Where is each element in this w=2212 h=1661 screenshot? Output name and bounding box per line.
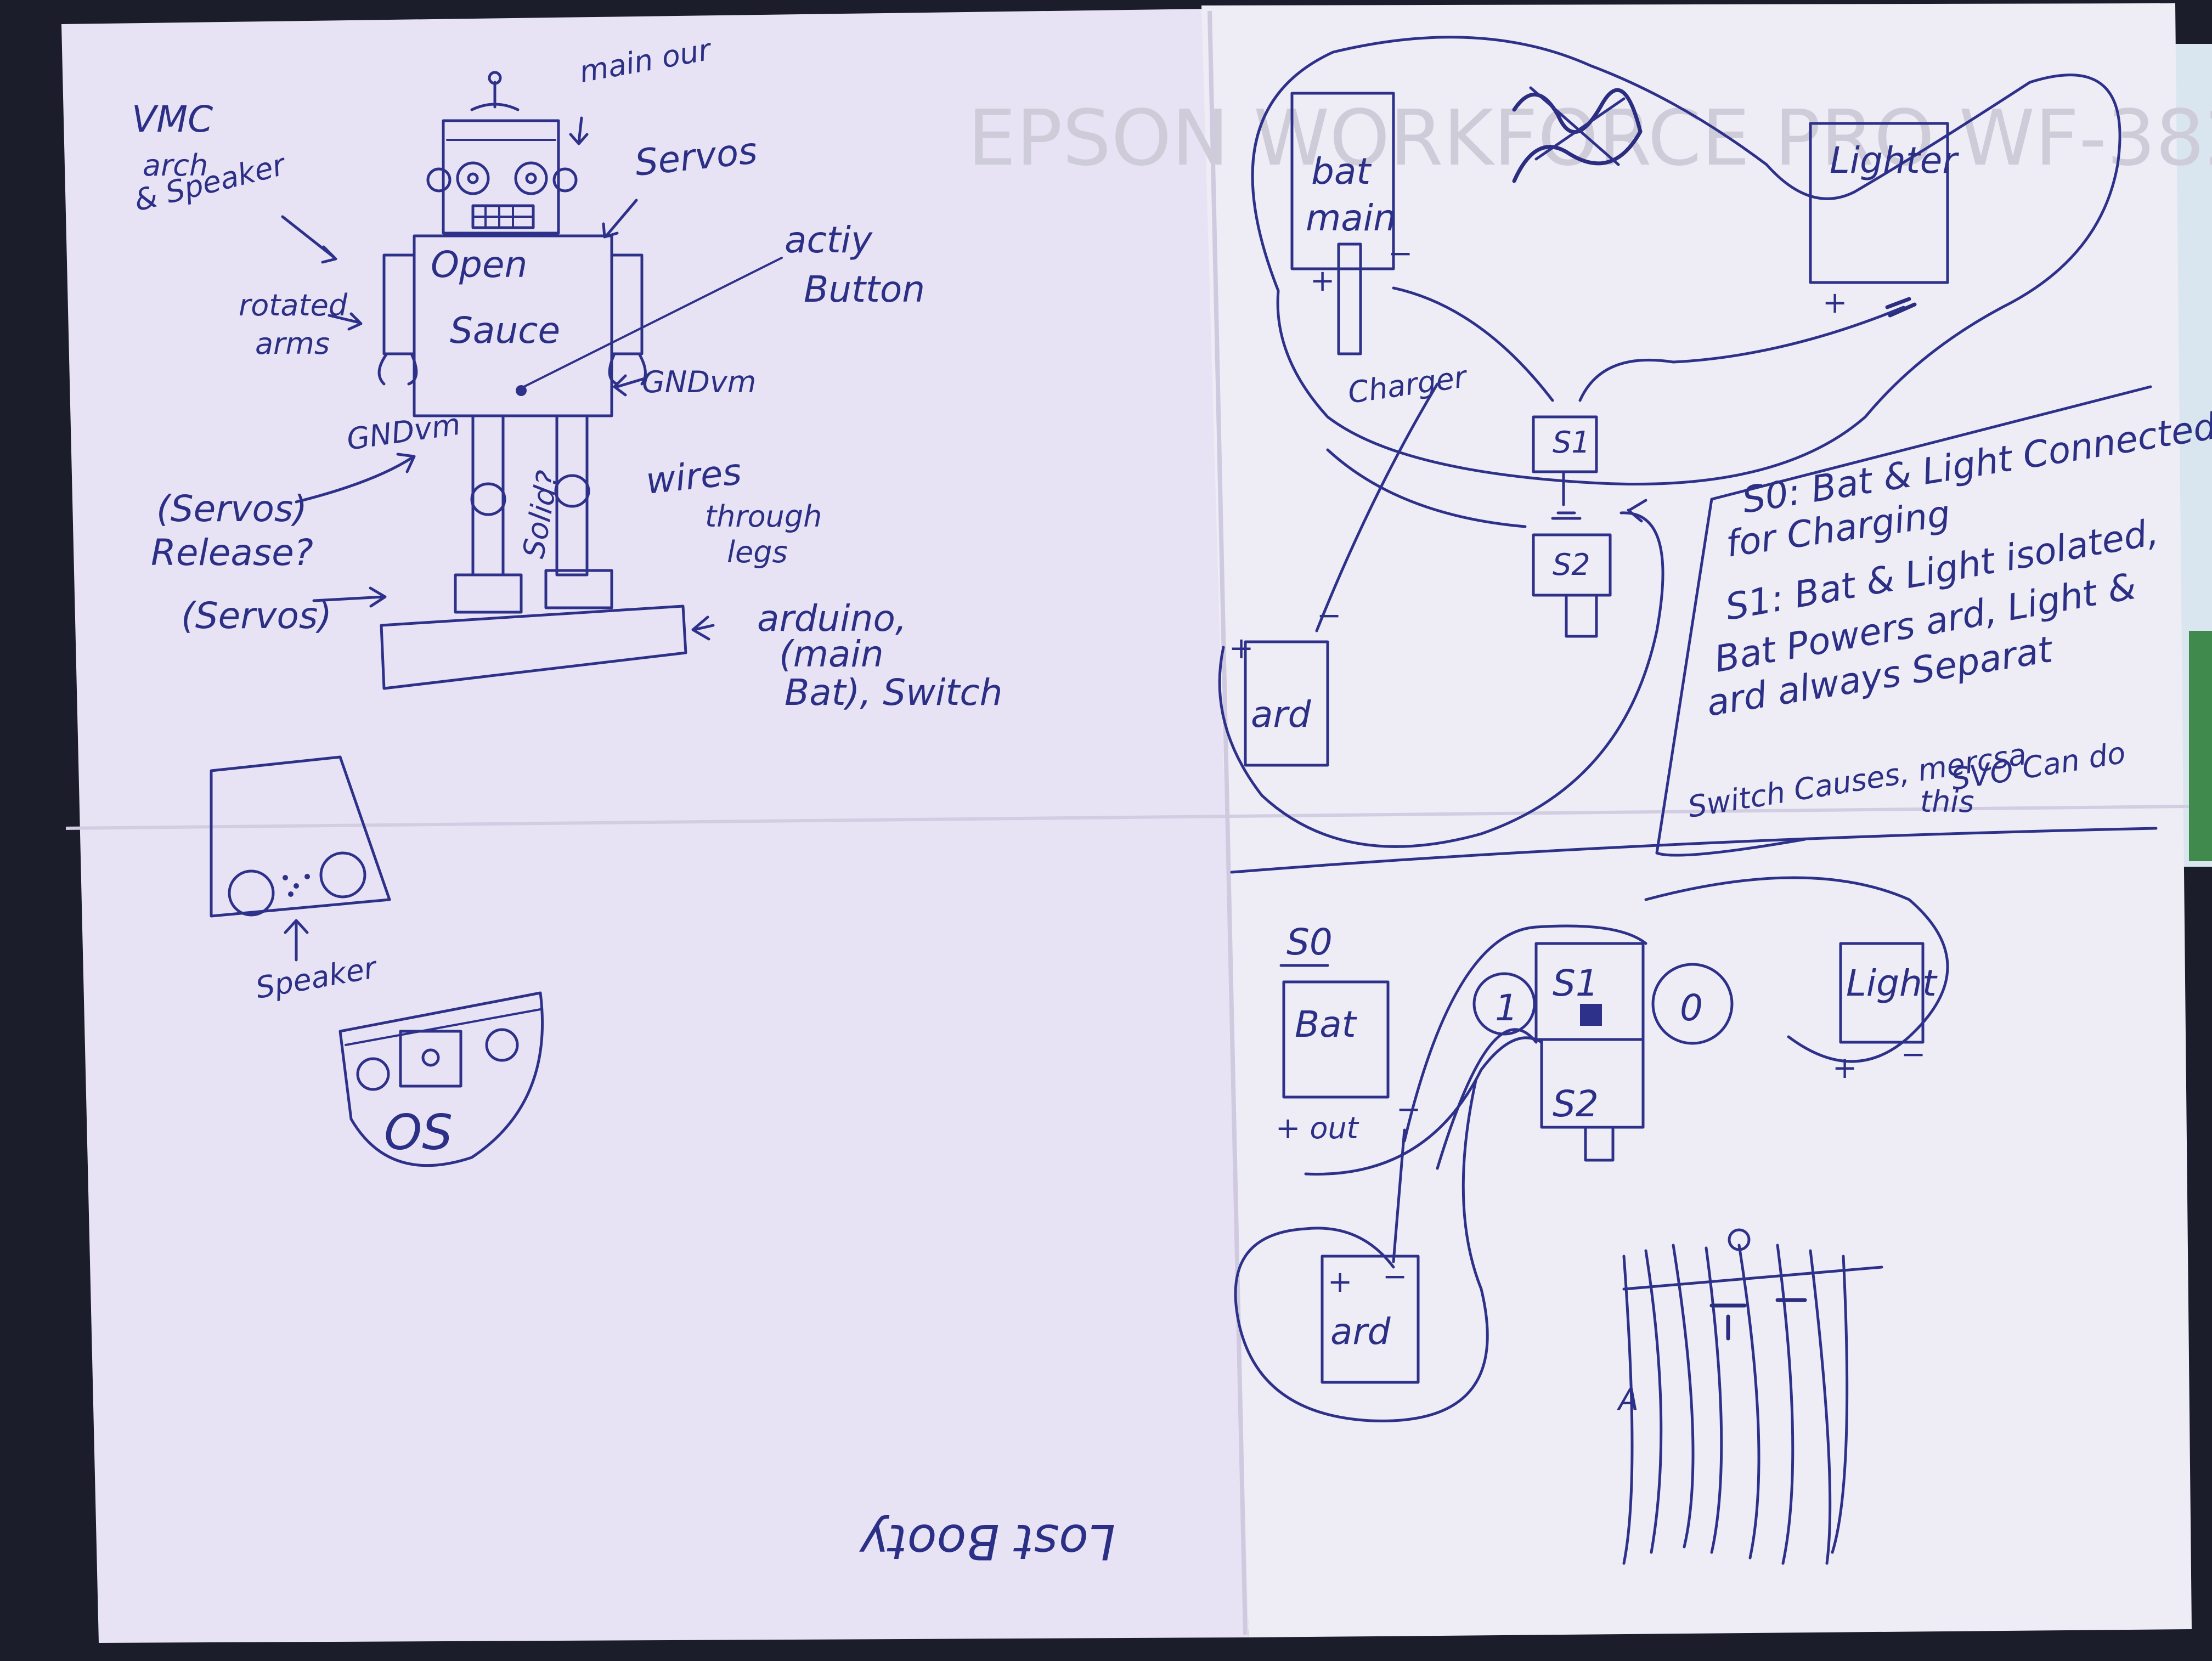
ard-bottom-plus: +: [1328, 1264, 1352, 1299]
open-label: Open: [431, 244, 527, 286]
os-sketch: OS: [338, 991, 544, 1167]
arms-label: arms: [255, 326, 330, 361]
s2-top-label: S2: [1553, 547, 1590, 582]
bat-switch-label: Bat), Switch: [785, 671, 1003, 714]
ard-bottom-label: ard: [1330, 1310, 1391, 1353]
switch-knob: [1580, 1004, 1602, 1026]
lighter-label: Lighter: [1830, 139, 1959, 182]
ard-bottom-minus: −: [1383, 1259, 1407, 1293]
gnd-right-label: GNDvm: [642, 365, 756, 399]
position-one: 1: [1495, 987, 1518, 1029]
s1-bottom-label: S1: [1553, 962, 1599, 1004]
rotated-label: rotated: [239, 288, 348, 323]
position-zero: 0: [1680, 987, 1703, 1029]
right-paper-sheet: [1201, 3, 2192, 1637]
horizontal-fold: [65, 805, 2190, 830]
vmc-label: VMC: [132, 98, 213, 140]
bat-main-label-1: bat: [1311, 150, 1372, 193]
release-label: Release?: [151, 532, 313, 574]
robot-sketch: [281, 71, 783, 690]
lost-booty-footer: Lost Booty: [859, 1513, 1115, 1570]
action-label-2: Button: [804, 268, 925, 310]
bottom-circuit-diagram: S0 Bat + out − S1 S2 1 0 Light + − ard +: [1234, 876, 1949, 1565]
legs-label: legs: [727, 535, 788, 569]
bat-bottom-label: Bat: [1295, 1003, 1357, 1046]
ard-plus: +: [1229, 631, 1254, 665]
bat-plus: +: [1310, 263, 1335, 298]
through-label: through: [705, 499, 822, 534]
left-paper-sheet: [61, 9, 1249, 1643]
top-circuit-diagram: bat main + − Lighter + Charger S1 S2 ard…: [1218, 36, 2158, 874]
scribble-letter-a: A: [1617, 1382, 1639, 1417]
main-bat-label: (main: [779, 633, 884, 675]
vertical-fold: [1207, 10, 1248, 1635]
servos-release-label: (Servos): [156, 488, 307, 530]
robot-labels: VMC arch & Speaker main our Servos Open …: [131, 32, 1003, 714]
light-bottom-label: Light: [1846, 962, 1938, 1004]
arduino-label: arduino,: [757, 597, 907, 640]
s1-top-label: S1: [1553, 425, 1590, 460]
servos-bottom-label: (Servos): [181, 595, 332, 637]
note-line-8: this: [1920, 784, 1974, 819]
sauce-label: Sauce: [450, 309, 560, 352]
action-label-1: actiy: [785, 219, 873, 261]
s0-label: S0: [1286, 921, 1333, 963]
bat-minus: −: [1388, 236, 1413, 270]
bat-main-label-2: main: [1306, 197, 1396, 239]
green-object: [2189, 631, 2212, 861]
lighter-plus: +: [1822, 285, 1847, 320]
ard-minus: −: [1317, 598, 1341, 632]
os-label: OS: [384, 1104, 453, 1161]
arch-label: arch: [143, 148, 208, 183]
plus-out-label: + out: [1276, 1111, 1359, 1145]
light-minus: −: [1901, 1037, 1926, 1071]
s2-bottom-label: S2: [1553, 1083, 1599, 1125]
light-plus: +: [1832, 1050, 1857, 1085]
wires-label: wires: [644, 450, 744, 502]
ard-top-label: ard: [1251, 693, 1312, 736]
